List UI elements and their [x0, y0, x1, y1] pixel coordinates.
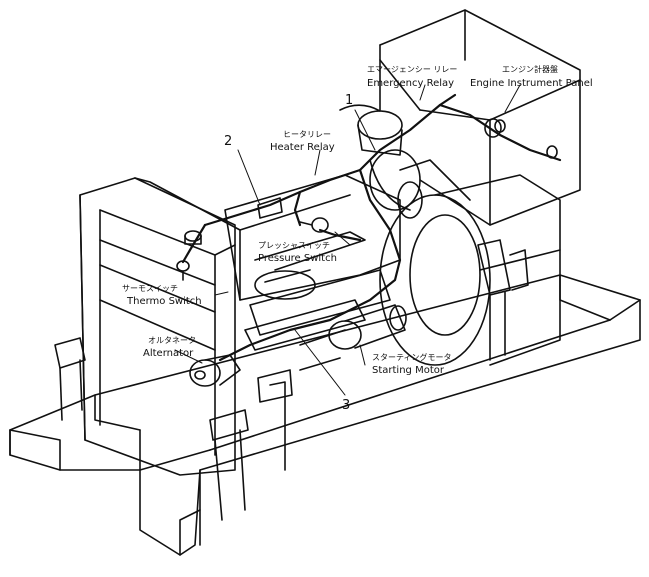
- emergency-relay-label-en: Emergency Relay: [367, 78, 455, 89]
- alternator-label-jp: オルタネータ: [148, 336, 196, 345]
- instrument-panel-label-en: Engine Instrument Panel: [470, 78, 593, 89]
- instrument-panel-label-jp: エンジン計器盤: [502, 65, 558, 74]
- callout-2: 2: [224, 134, 233, 149]
- pressure-switch-label-en: Pressure Switch: [258, 253, 337, 264]
- turbo-elbow: [339, 104, 423, 219]
- radiator-legs: [54, 337, 293, 521]
- emergency-relay-label-jp: エマージェンシー リレー: [367, 65, 458, 74]
- instrument-panel-box: [379, 9, 581, 226]
- heater-relay-label-jp: ヒータリレー: [283, 130, 331, 139]
- callout-1: 1: [345, 93, 354, 108]
- wiring-harness: [181, 93, 562, 362]
- thermo-switch-label-en: Thermo Switch: [127, 296, 202, 307]
- pressure-switch-label-jp: プレッシャスイッチ: [258, 241, 330, 250]
- thermo-switch-label-jp: サーモスイッチ: [122, 284, 178, 293]
- heater-relay-part: [257, 197, 283, 219]
- pressure-switch-part: [299, 217, 329, 233]
- thermo-switch-part: [176, 260, 190, 281]
- callout-3: 3: [342, 398, 351, 413]
- leader-lines: [174, 84, 521, 396]
- radiator: [79, 177, 241, 476]
- flywheel-housing: [379, 159, 561, 366]
- alternator: [189, 354, 241, 387]
- engine-mounts: [477, 239, 529, 361]
- heater-relay-label-en: Heater Relay: [270, 142, 335, 153]
- alternator-label-en: Alternator: [143, 348, 194, 359]
- starting-motor-label-jp: スターティングモータ: [372, 353, 452, 362]
- starting-motor: [299, 304, 407, 371]
- starting-motor-label-en: Starting Motor: [372, 365, 444, 376]
